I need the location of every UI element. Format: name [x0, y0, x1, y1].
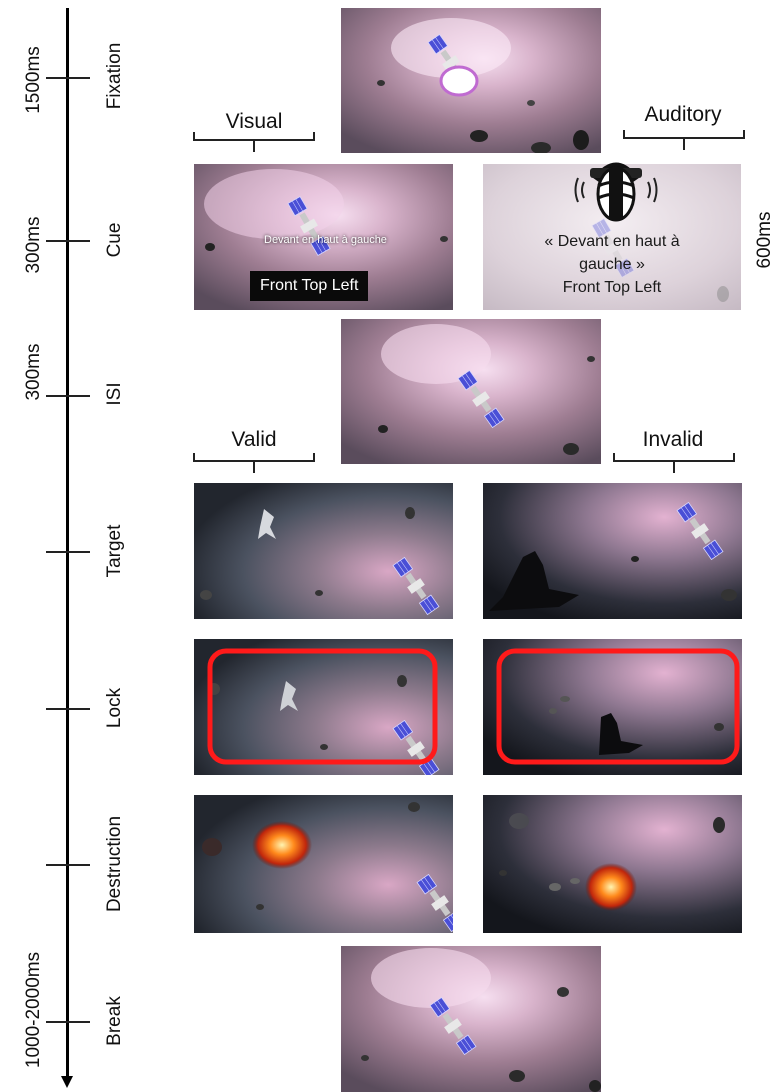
panel-isi — [341, 319, 601, 464]
condition-invalid-label: Invalid — [642, 428, 704, 451]
condition-visual-label: Visual — [225, 110, 283, 133]
cue-visual-caption: Front Top Left — [250, 271, 369, 301]
tick-target — [46, 551, 90, 553]
brace-auditory — [623, 130, 745, 150]
cue-auditory-english: Front Top Left — [562, 279, 662, 296]
stage-isi: ISI — [104, 382, 125, 406]
panel-break — [341, 946, 601, 1092]
panel-cue-visual: Devant en haut à gauche Front Top Left — [194, 164, 453, 310]
panel-lock-valid — [194, 639, 453, 775]
cue-auditory-text: « Devant en haut à gauche » Front Top Le… — [487, 230, 737, 299]
explosion-invalid — [585, 863, 637, 911]
stage-target: Target — [104, 524, 125, 578]
tick-break — [46, 1021, 90, 1023]
stage-lock: Lock — [104, 687, 125, 729]
lock-frame-invalid — [496, 648, 740, 765]
panel-destruction-invalid — [483, 795, 742, 933]
timeline-axis — [66, 8, 69, 1080]
headphones-icon — [574, 162, 658, 222]
panel-fixation — [341, 8, 601, 153]
panel-lock-invalid — [483, 639, 742, 775]
lock-frame-valid — [207, 648, 438, 765]
brace-invalid — [613, 453, 735, 473]
panel-target-valid — [194, 483, 453, 619]
cue-auditory-french-line2: gauche » — [579, 256, 645, 273]
stage-destruction: Destruction — [104, 815, 125, 913]
tick-lock — [46, 708, 90, 710]
cue-visual-overlay-text: Devant en haut à gauche — [264, 234, 387, 246]
duration-auditory-cue: 600ms — [754, 211, 775, 269]
brace-valid — [193, 453, 315, 473]
condition-valid-label: Valid — [231, 428, 277, 451]
timeline-arrowhead — [61, 1076, 73, 1088]
cue-auditory-french-line1: « Devant en haut à — [544, 233, 680, 250]
brace-visual — [193, 132, 315, 152]
duration-cue: 300ms — [23, 216, 44, 274]
tick-isi — [46, 395, 90, 397]
panel-destruction-valid — [194, 795, 453, 933]
duration-fixation: 1500ms — [23, 46, 44, 114]
tick-fixation — [46, 77, 90, 79]
stage-cue: Cue — [104, 222, 125, 258]
explosion-valid — [252, 821, 312, 869]
condition-auditory-label: Auditory — [644, 103, 722, 126]
duration-isi: 300ms — [23, 343, 44, 401]
tick-destruction — [46, 864, 90, 866]
fixation-target — [439, 65, 479, 97]
stage-fixation: Fixation — [104, 42, 125, 110]
duration-break: 1000-2000ms — [23, 951, 44, 1069]
panel-target-invalid — [483, 483, 742, 619]
stage-break: Break — [104, 996, 125, 1046]
tick-cue — [46, 240, 90, 242]
